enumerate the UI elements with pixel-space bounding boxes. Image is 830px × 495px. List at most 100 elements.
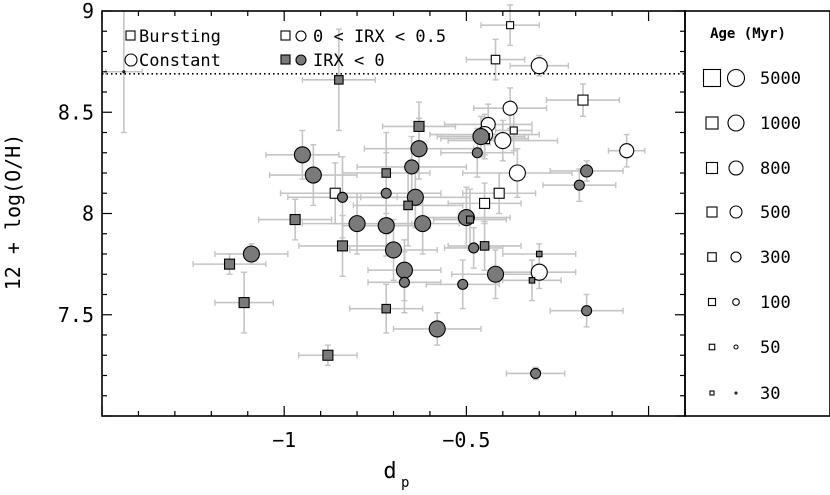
data-point-square <box>223 258 236 270</box>
data-point-circle <box>486 265 505 283</box>
data-point-circle <box>242 245 260 263</box>
data-point-circle <box>619 143 635 159</box>
age-key-label: 50 <box>760 338 780 358</box>
age-key-circle-icon <box>727 114 745 132</box>
data-point-circle <box>398 276 410 288</box>
data-point-square <box>334 75 344 85</box>
x-tick-label: −0.5 <box>442 428 490 452</box>
age-key-title: Age (Myr) <box>710 26 786 42</box>
age-key-circle-icon <box>732 298 740 306</box>
legend-square-icon <box>125 30 136 41</box>
y-axis-label: 12 + log(O/H) <box>1 134 25 291</box>
y-tick-label: 9 <box>82 0 94 23</box>
data-point-square <box>465 215 475 224</box>
legend-bursting-label: Bursting <box>139 27 221 47</box>
age-key-circle-icon <box>729 205 743 219</box>
data-point-square <box>381 303 392 314</box>
x-axis-label-subscript: p <box>401 475 409 491</box>
age-key-square-icon <box>707 297 717 307</box>
data-point-circle <box>410 140 428 158</box>
plot-frame <box>101 10 686 417</box>
y-tick-label: 8.5 <box>58 100 94 124</box>
legend-constant-label: Constant <box>139 51 221 71</box>
age-key-label: 30 <box>760 384 780 404</box>
y-tick-label: 7.5 <box>58 303 94 327</box>
age-key-square-icon <box>709 390 715 396</box>
data-point-square <box>509 126 518 135</box>
age-key-square-icon <box>708 343 716 351</box>
data-point-square <box>479 241 490 251</box>
x-axis-label: d p <box>383 459 409 491</box>
legend-filled-circle-icon <box>295 54 307 66</box>
data-point-circle <box>580 164 594 178</box>
data-point-circle <box>468 242 480 254</box>
data-point-circle <box>471 147 483 159</box>
age-size-key: Age (Myr) 5000 1000 800 500 300 100 50 30 <box>684 10 830 417</box>
data-point-square <box>493 187 505 199</box>
data-point-square <box>403 200 413 211</box>
data-point-square <box>238 297 250 309</box>
data-point-square <box>322 349 334 361</box>
y-axis-ticks: 7.5 8 8.5 9 <box>58 0 685 417</box>
age-key-label: 100 <box>760 293 791 313</box>
data-point-circle <box>348 215 366 233</box>
data-point-square <box>381 168 392 178</box>
age-key-label: 5000 <box>760 69 801 89</box>
age-key-label: 500 <box>760 203 791 223</box>
age-key-square-icon <box>707 252 717 262</box>
legend-filled-square-icon <box>280 54 291 65</box>
x-axis-label-main: d <box>383 459 396 484</box>
data-point-square <box>490 54 501 65</box>
data-point-circle <box>581 305 593 317</box>
age-key-square-icon <box>702 68 722 88</box>
data-point-circle <box>336 191 349 203</box>
data-point-square <box>577 94 589 106</box>
data-point-circle <box>573 179 585 191</box>
data-point-square <box>506 21 515 30</box>
data-point-square <box>413 120 425 132</box>
data-point-circle <box>395 261 413 279</box>
data-point-circle <box>377 217 395 235</box>
age-key-square-icon <box>705 161 719 175</box>
age-key-circle-icon <box>733 344 739 350</box>
y-tick-label: 8 <box>82 202 94 226</box>
data-point-square <box>528 277 536 284</box>
age-key-circle-icon <box>726 68 746 88</box>
age-key-frame <box>684 10 830 417</box>
data-point-circle <box>122 70 126 74</box>
data-point-square <box>479 197 491 209</box>
age-key-label: 300 <box>760 248 791 268</box>
age-key-square-icon <box>705 116 719 130</box>
age-key-label: 800 <box>760 159 791 179</box>
data-point-circle <box>457 278 469 290</box>
legend-open-square-icon <box>280 30 291 41</box>
x-axis-ticks: −1−0.5 <box>101 11 686 452</box>
age-key-label: 1000 <box>760 114 801 134</box>
data-point-square <box>289 214 301 226</box>
data-point-square <box>535 250 543 258</box>
age-key-circle-icon <box>734 391 738 395</box>
data-point-circle <box>494 132 512 150</box>
age-key-circle-icon <box>730 251 742 263</box>
data-point-circle <box>530 57 548 75</box>
data-point-circle <box>508 164 526 182</box>
data-point-circle <box>414 215 432 233</box>
age-key-square-icon <box>706 206 718 218</box>
data-point-circle <box>530 367 542 380</box>
data-point-circle <box>404 159 420 175</box>
data-point-circle <box>304 166 322 184</box>
legend-filled-label: IRX < 0 <box>313 51 385 71</box>
data-point-circle <box>502 100 518 116</box>
data-point-circle <box>472 128 490 146</box>
data-point-circle <box>380 187 392 199</box>
legend: Bursting Constant 0 < IRX < 0.5 IRX < 0 <box>124 27 446 71</box>
data-point-circle <box>428 320 446 338</box>
legend-circle-icon <box>124 53 138 67</box>
data-markers <box>122 21 635 380</box>
legend-open-circle-icon <box>295 30 307 42</box>
legend-open-label: 0 < IRX < 0.5 <box>313 27 446 47</box>
data-point-square <box>336 240 349 252</box>
data-point-circle <box>384 241 403 259</box>
age-key-circle-icon <box>728 160 744 176</box>
